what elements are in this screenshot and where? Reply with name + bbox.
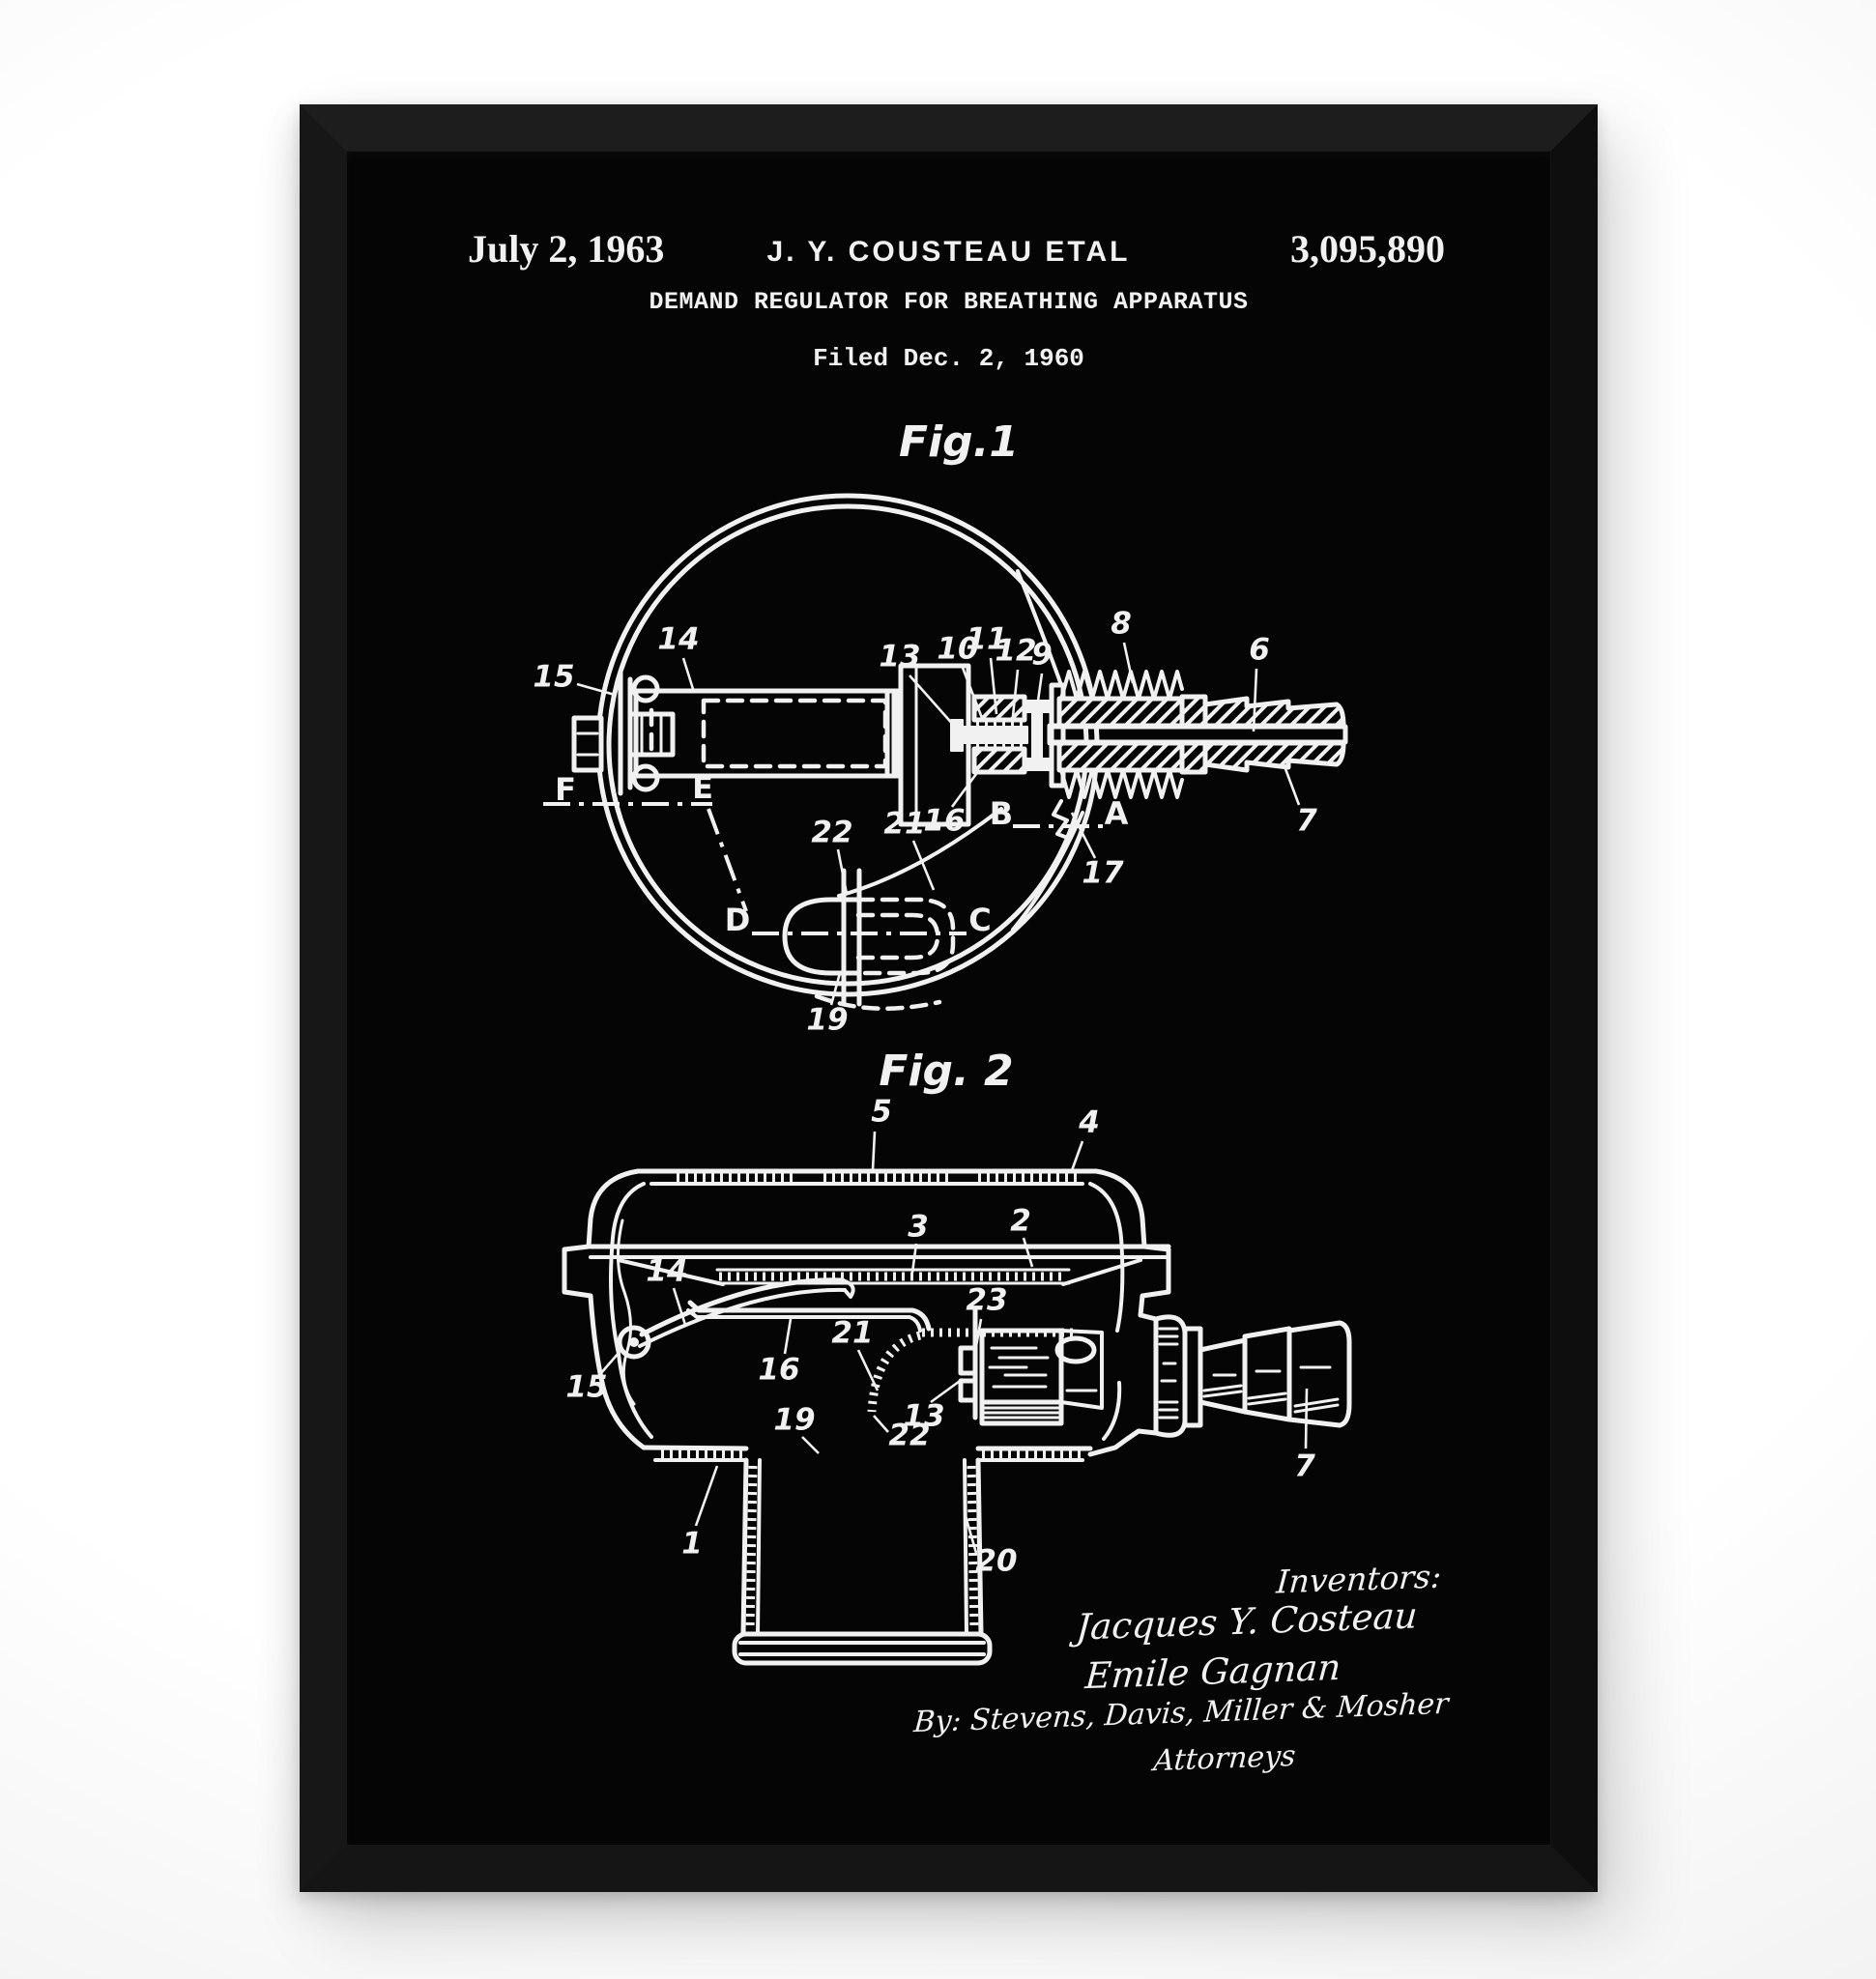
leader-line xyxy=(871,1131,877,1171)
part-number-label: 19 xyxy=(773,1403,815,1438)
part-number-label: 13 xyxy=(903,1399,944,1434)
part-number-label: 11 xyxy=(966,622,1007,657)
part-number-label: 15 xyxy=(565,1370,607,1405)
leader-line xyxy=(1070,812,1097,859)
part-number-label: 12 xyxy=(995,634,1036,669)
section-letter: C xyxy=(968,902,991,938)
part-number-label: 3 xyxy=(908,1210,929,1245)
part-number-label: 20 xyxy=(975,1544,1017,1579)
part-number-label: 7 xyxy=(1296,804,1317,839)
leader-line xyxy=(930,1377,964,1404)
part-number-label: 19 xyxy=(806,1003,848,1038)
part-number-label: 16 xyxy=(758,1353,799,1388)
leader-line xyxy=(856,1349,880,1391)
section-letter: F xyxy=(555,771,576,808)
leader-line xyxy=(1283,765,1301,806)
inventor-signature: Emile Gagnan xyxy=(1083,1646,1342,1698)
leader-line xyxy=(801,1436,820,1454)
part-number-label: 4 xyxy=(1078,1105,1100,1140)
leader-line xyxy=(974,1318,983,1347)
leader-line xyxy=(1304,1388,1309,1449)
part-number-label: 14 xyxy=(646,1254,687,1289)
part-number-label: 2 xyxy=(1010,1204,1031,1239)
part-number-label: 22 xyxy=(888,1419,930,1453)
leader-line xyxy=(873,1415,889,1433)
leader-line xyxy=(1122,642,1135,684)
patent-number: 3,095,890 xyxy=(1290,227,1445,271)
picture-frame: July 2, 1963 J. Y. COUSTEAU ETAL 3,095,8… xyxy=(300,104,1598,1892)
part-number-label: 8 xyxy=(1111,607,1132,642)
leader-line xyxy=(1252,668,1258,732)
part-number-label: 23 xyxy=(966,1283,1007,1318)
leader-line xyxy=(681,657,695,690)
part-number-label: 1 xyxy=(681,1527,703,1562)
attorneys-signature: By: Stevens, Davis, Miller & Mosher xyxy=(912,1686,1450,1740)
leader-line xyxy=(783,1318,793,1355)
regulator-section-view xyxy=(543,493,1348,1011)
part-number-label: 7 xyxy=(1294,1449,1315,1484)
patent-author: J. Y. COUSTEAU ETAL xyxy=(766,236,1131,268)
part-number-label: 9 xyxy=(1031,638,1053,673)
leader-line xyxy=(909,674,964,736)
regulator-side-view xyxy=(562,1168,1352,1666)
part-number-label: 13 xyxy=(879,640,920,674)
leader-line xyxy=(1069,1140,1084,1174)
patent-poster: July 2, 1963 J. Y. COUSTEAU ETAL 3,095,8… xyxy=(346,151,1551,1846)
part-number-label: 17 xyxy=(1082,856,1124,891)
leader-line xyxy=(599,1351,621,1375)
leader-line xyxy=(910,1243,918,1274)
part-number-label: 6 xyxy=(1249,633,1270,668)
leader-line xyxy=(672,1287,687,1326)
patent-title: DEMAND REGULATOR FOR BREATHING APPARATUS xyxy=(649,288,1249,316)
part-number-label: 14 xyxy=(657,622,699,657)
section-letter: A xyxy=(1105,795,1129,832)
figure-1-caption: Fig.1 xyxy=(899,417,1019,467)
leader-line xyxy=(1011,669,1020,717)
section-letter: E xyxy=(692,769,713,806)
figure-2-caption: Fig. 2 xyxy=(879,1047,1013,1096)
patent-filed-date: Filed Dec. 2, 1960 xyxy=(813,344,1084,373)
part-number-label: 21 xyxy=(831,1316,873,1351)
part-number-label: 10 xyxy=(937,632,978,667)
part-number-label: 15 xyxy=(533,660,574,695)
leader-line xyxy=(1022,1237,1034,1268)
leader-line xyxy=(1034,673,1044,715)
leader-line xyxy=(836,848,849,895)
leader-line xyxy=(961,667,984,719)
part-number-label: 16 xyxy=(923,804,965,839)
leader-line xyxy=(950,773,978,808)
attorneys-title: Attorneys xyxy=(1152,1738,1297,1779)
leader-line xyxy=(989,657,998,715)
leader-line xyxy=(576,682,616,697)
leader-line xyxy=(964,1515,978,1554)
leader-line xyxy=(694,1465,719,1527)
patent-date: July 2, 1963 xyxy=(468,227,665,271)
part-number-label: 5 xyxy=(871,1095,892,1130)
part-number-label: 21 xyxy=(883,807,925,842)
part-number-label: 22 xyxy=(811,816,852,850)
leader-line xyxy=(829,972,842,1006)
section-letter: D xyxy=(725,902,751,938)
leader-line xyxy=(911,840,936,891)
section-letter: B xyxy=(990,795,1013,832)
